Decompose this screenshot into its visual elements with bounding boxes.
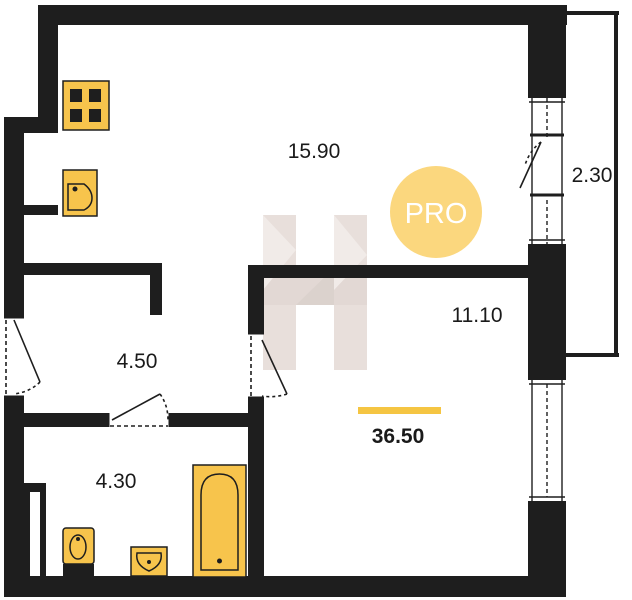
pro-badge: PRO	[390, 166, 482, 258]
toilet-icon	[62, 527, 95, 578]
pro-badge-text: PRO	[405, 198, 468, 230]
walls	[4, 5, 619, 597]
watermark-logo	[263, 215, 367, 370]
stove-icon	[62, 80, 110, 131]
windows	[529, 98, 565, 501]
area-bedroom: 11.10	[452, 304, 503, 327]
total-area-accent-bar	[358, 407, 441, 414]
kitchen-sink-icon	[62, 169, 98, 217]
area-living-kitchen: 15.90	[288, 140, 341, 163]
area-balcony: 2.30	[572, 164, 613, 187]
bathtub-icon	[192, 464, 247, 578]
total-area: 36.50	[372, 425, 425, 448]
area-hallway: 4.50	[117, 350, 158, 373]
bathroom-sink-icon	[130, 546, 168, 577]
area-bathroom: 4.30	[96, 470, 137, 493]
doors	[4, 133, 564, 427]
